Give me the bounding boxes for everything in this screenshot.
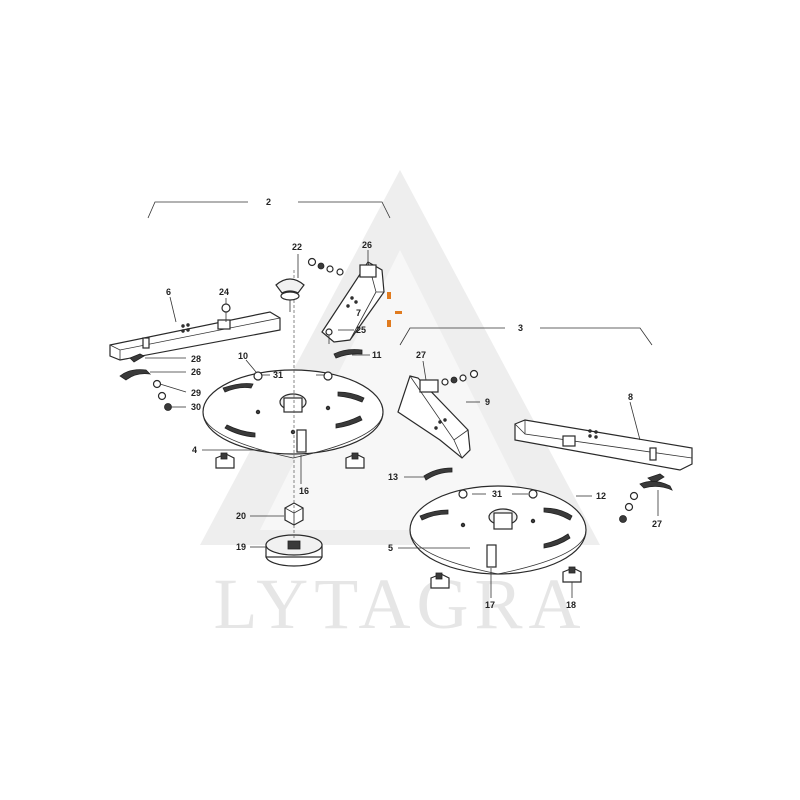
label-4: 4 [192,445,197,455]
label-19: 19 [236,542,246,552]
blade-11 [333,349,363,359]
label-12: 12 [596,491,606,501]
label-10: 10 [238,351,248,361]
label-18: 18 [566,600,576,610]
skids-left [215,452,365,469]
label-6: 6 [166,287,171,297]
label-27-upper: 27 [416,350,426,360]
cutting-disc-right [409,485,587,575]
watermark-text: LYTAGRA [214,564,587,644]
group-bracket-3 [399,327,653,346]
label-29: 29 [191,388,201,398]
label-26-upper: 26 [362,240,372,250]
label-7: 7 [356,308,361,318]
label-30: 30 [191,402,201,412]
group-bracket-2 [147,201,391,219]
blade-holder-right [397,369,479,459]
blade-13 [423,467,453,481]
knife-22 [275,278,305,312]
blade-bar-left [109,311,281,361]
label-3: 3 [518,323,523,333]
label-9: 9 [485,397,490,407]
blade-bar-right [514,419,693,471]
highlight-marker [387,292,402,327]
label-28: 28 [191,354,201,364]
label-20: 20 [236,511,246,521]
label-17: 17 [485,600,495,610]
skids-right [430,566,582,589]
drive-hub [265,534,323,567]
washers-left [253,371,333,435]
watermark-triangle-cut [260,250,540,530]
hardware-left [119,353,172,411]
hardware-right [619,473,673,523]
label-24: 24 [219,287,229,297]
leader-lines [145,250,659,598]
label-22: 22 [292,242,302,252]
part-labels: 2 3 22 26 6 24 7 25 10 11 31 28 26 29 30… [166,197,662,610]
cutting-disc-left [202,369,384,459]
label-8: 8 [628,392,633,402]
label-25: 25 [356,325,366,335]
label-2: 2 [266,197,271,207]
label-13: 13 [388,472,398,482]
label-5: 5 [388,543,393,553]
bolt-24 [221,303,231,322]
label-27-lower: 27 [652,519,662,529]
label-31-left: 31 [273,370,283,380]
label-31-right: 31 [492,489,502,499]
label-26-left: 26 [191,367,201,377]
label-11: 11 [372,350,382,360]
label-16: 16 [299,486,309,496]
